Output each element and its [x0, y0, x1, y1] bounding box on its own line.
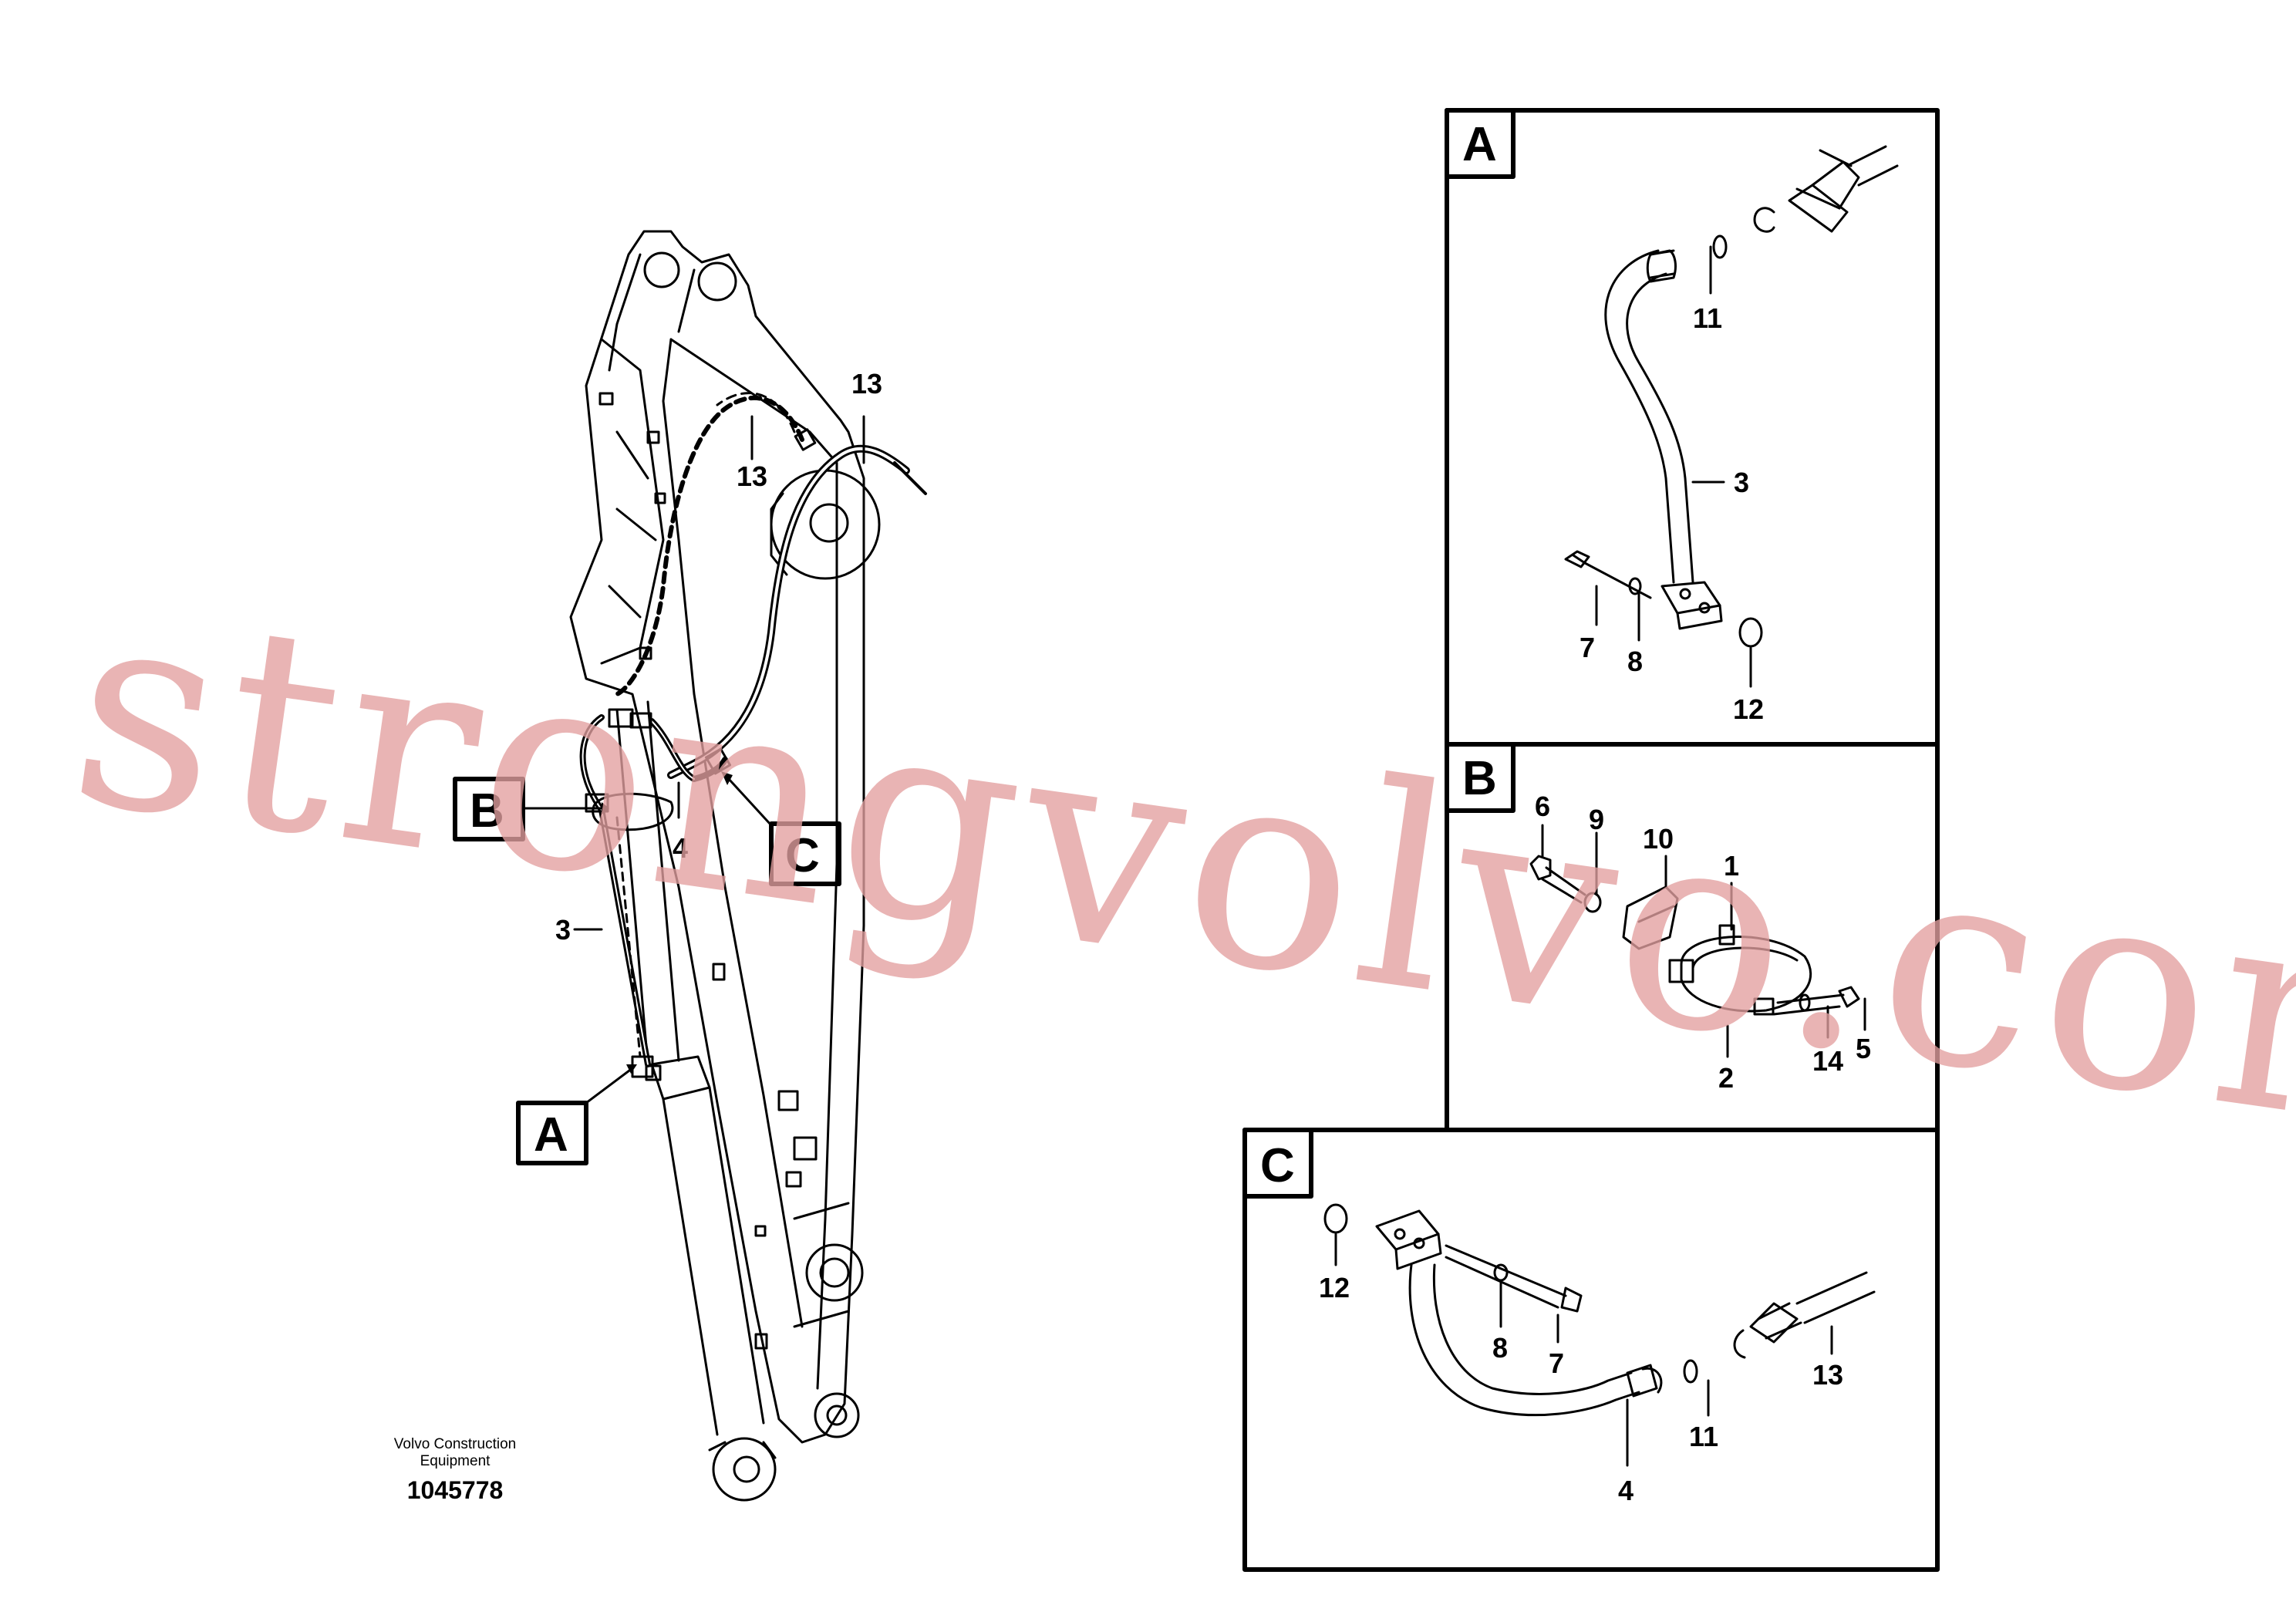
callout-labels-detail-b: B 6 9 10 1 2 14 5 — [1462, 752, 1871, 1094]
detail-b-letter: B — [1462, 752, 1497, 805]
callout-b-9: 9 — [1589, 804, 1604, 835]
callout-a-7: 7 — [1580, 632, 1595, 663]
caption-line-2: Equipment — [420, 1453, 491, 1469]
callout-c-8: 8 — [1492, 1332, 1508, 1364]
view-label-b: B — [470, 784, 504, 838]
callout-c-7: 7 — [1549, 1347, 1564, 1379]
callout-pipe-3: 3 — [555, 914, 571, 946]
callout-c-4: 4 — [1618, 1475, 1633, 1506]
callout-hose-13-solid: 13 — [851, 368, 882, 400]
callout-c-11: 11 — [1689, 1421, 1718, 1452]
callout-c-13: 13 — [1812, 1359, 1843, 1391]
callout-b-5: 5 — [1856, 1033, 1871, 1064]
leader-lines-main — [521, 415, 865, 1104]
detail-a-letter: A — [1462, 118, 1497, 171]
callout-labels-main: 13 13 4 3 B C A — [470, 368, 882, 1162]
callout-a-3: 3 — [1734, 467, 1749, 498]
detail-panel-a — [1445, 108, 1940, 747]
drawing-caption: Volvo Construction Equipment 1045778 — [362, 1436, 548, 1505]
callout-pipe-4: 4 — [673, 832, 688, 864]
view-label-a: A — [534, 1108, 568, 1162]
callout-b-14: 14 — [1812, 1045, 1843, 1077]
detail-panel-c — [1242, 1128, 1940, 1572]
callout-a-12: 12 — [1733, 693, 1764, 725]
view-label-c: C — [785, 829, 820, 882]
callout-labels-detail-c: C 12 8 7 13 11 4 — [1260, 1139, 1843, 1506]
callout-hose-13-dashed: 13 — [737, 460, 767, 492]
caption-line-1: Volvo Construction — [393, 1436, 517, 1452]
watermark-text: strongvolvo.com — [56, 543, 2296, 1202]
view-label-box-a — [516, 1101, 588, 1165]
drawing-number: 1045778 — [406, 1476, 504, 1504]
leader-arrows-main — [602, 771, 733, 1074]
callout-b-2: 2 — [1718, 1062, 1734, 1094]
callout-a-11: 11 — [1693, 302, 1722, 334]
callout-b-10: 10 — [1643, 823, 1674, 855]
callout-b-1: 1 — [1724, 850, 1739, 882]
hose-routing-main — [579, 392, 927, 1081]
callout-a-8: 8 — [1627, 646, 1643, 677]
callout-labels-detail-a: A 11 3 7 8 12 — [1462, 118, 1764, 725]
view-label-box-b — [453, 777, 525, 841]
callout-b-6: 6 — [1535, 791, 1550, 822]
detail-c-letter: C — [1260, 1139, 1295, 1192]
callout-c-12: 12 — [1319, 1272, 1350, 1303]
view-label-box-c — [769, 821, 841, 886]
